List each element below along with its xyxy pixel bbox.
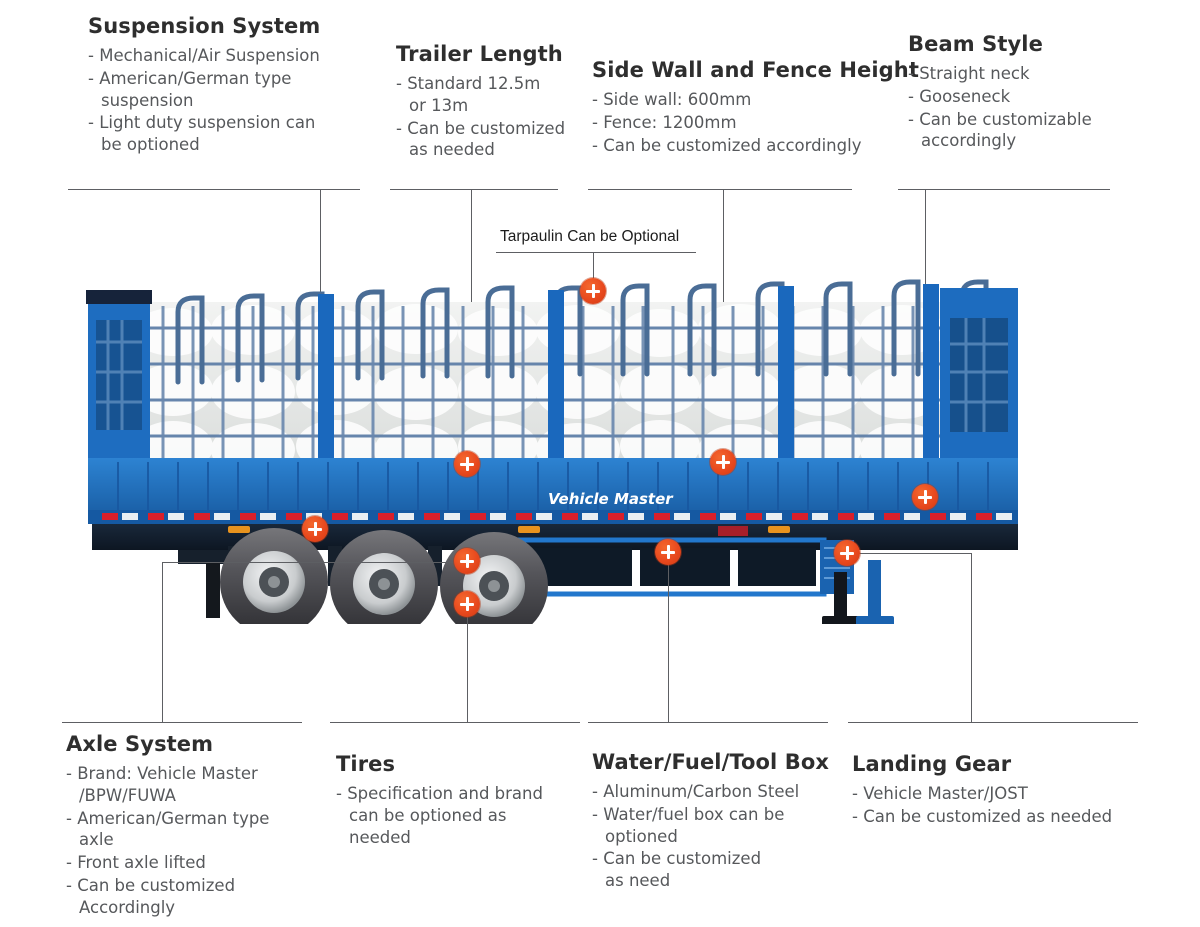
list-item: Mechanical/Air Suspension <box>88 45 388 67</box>
callout-suspension-system: Suspension System Mechanical/Air Suspens… <box>88 14 388 157</box>
callout-axle-system: Axle System Brand: Vehicle Master /BPW/F… <box>66 732 331 919</box>
side-wall-panel <box>88 458 1018 514</box>
callout-items-suspension: Mechanical/Air Suspension American/Germa… <box>88 45 388 156</box>
hotspot-marker-suspension[interactable] <box>302 516 328 542</box>
callout-title-tires: Tires <box>336 752 396 776</box>
list-item: Front axle lifted <box>66 852 331 874</box>
front-headboard <box>86 290 152 480</box>
callout-title-beam-style: Beam Style <box>908 32 1043 56</box>
leader-rule-tires <box>330 722 580 723</box>
leader-line-boxes <box>668 552 669 722</box>
callout-items-side-wall: Side wall: 600mm Fence: 1200mm Can be cu… <box>592 89 892 156</box>
hotspot-marker-tarpaulin[interactable] <box>580 278 606 304</box>
list-item: Straight neck <box>908 63 1138 85</box>
callout-items-axle-system: Brand: Vehicle Master /BPW/FUWA American… <box>66 763 331 918</box>
hotspot-marker-beam-style[interactable] <box>912 484 938 510</box>
hotspot-marker-fence-height[interactable] <box>710 449 736 475</box>
hotspot-marker-side-wall[interactable] <box>454 451 480 477</box>
leader-line-landing-vertical <box>971 553 972 722</box>
leader-rule-axle-system <box>62 722 302 723</box>
callout-water-fuel-tool-box: Water/Fuel/Tool Box Aluminum/Carbon Stee… <box>592 750 842 893</box>
callout-title-suspension: Suspension System <box>88 14 321 38</box>
leader-rule-boxes <box>588 722 828 723</box>
leader-line-tires <box>467 604 468 722</box>
callout-items-tires: Specification and brand can be optioned … <box>336 783 566 848</box>
hotspot-marker-tires[interactable] <box>454 591 480 617</box>
list-item: American/German type suspension <box>88 68 388 112</box>
wheel-assembly <box>220 528 548 640</box>
leader-rule-suspension <box>68 189 360 190</box>
marker-lights <box>228 526 790 533</box>
list-item: American/German type axle <box>66 808 331 852</box>
leader-rule-landing-gear <box>848 722 1138 723</box>
leader-rule-side-wall <box>588 189 852 190</box>
list-item: Gooseneck <box>908 86 1138 108</box>
callout-beam-style: Beam Style Straight neck Gooseneck Can b… <box>908 32 1138 153</box>
list-item: Side wall: 600mm <box>592 89 892 111</box>
callout-tires: Tires Specification and brand can be opt… <box>336 752 566 849</box>
list-item: Can be customized accordingly <box>592 135 892 157</box>
list-item: Light duty suspension can be optioned <box>88 112 388 156</box>
leader-rule-beam-style <box>898 189 1110 190</box>
trailer-illustration: Vehicle Master <box>78 272 1138 640</box>
hotspot-marker-axle-system[interactable] <box>454 548 480 574</box>
callout-title-boxes: Water/Fuel/Tool Box <box>592 750 830 774</box>
list-item: Can be customized Accordingly <box>66 875 331 919</box>
callout-items-boxes: Aluminum/Carbon Steel Water/fuel box can… <box>592 781 842 892</box>
callout-items-beam-style: Straight neck Gooseneck Can be customiza… <box>908 63 1138 152</box>
callout-title-axle-system: Axle System <box>66 732 214 756</box>
callout-tarpaulin-label: Tarpaulin Can be Optional <box>500 228 680 245</box>
leader-rule-landing-elbow <box>848 553 972 554</box>
list-item: Can be customized as need <box>592 848 842 892</box>
callout-side-wall-fence-height: Side Wall and Fence Height Side wall: 60… <box>592 58 919 157</box>
hotspot-marker-tool-box[interactable] <box>655 539 681 565</box>
callout-items-landing-gear: Vehicle Master/JOST Can be customized as… <box>852 783 1152 828</box>
list-item: Water/fuel box can be optioned <box>592 804 842 848</box>
mud-flap <box>206 562 220 618</box>
list-item: Fence: 1200mm <box>592 112 892 134</box>
list-item: Can be customizable accordingly <box>908 109 1138 153</box>
leader-rule-trailer-length <box>390 189 558 190</box>
callout-trailer-length: Trailer Length Standard 12.5m or 13m Can… <box>396 42 571 162</box>
callout-items-trailer-length: Standard 12.5m or 13m Can be customized … <box>396 73 571 161</box>
list-item: Vehicle Master/JOST <box>852 783 1152 805</box>
trailer-svg: Vehicle Master <box>86 279 1018 640</box>
list-item: Specification and brand can be optioned … <box>336 783 566 848</box>
brand-label: Vehicle Master <box>548 490 674 508</box>
callout-title-side-wall: Side Wall and Fence Height <box>592 58 919 82</box>
fence-divider-posts <box>318 284 939 480</box>
leader-line-axle-vertical <box>162 562 163 722</box>
list-item: Aluminum/Carbon Steel <box>592 781 842 803</box>
list-item: Brand: Vehicle Master /BPW/FUWA <box>66 763 331 807</box>
callout-landing-gear: Landing Gear Vehicle Master/JOST Can be … <box>852 752 1152 829</box>
leader-line-tarpaulin <box>593 252 594 291</box>
list-item: Standard 12.5m or 13m <box>396 73 571 117</box>
leader-rule-tarpaulin <box>496 252 696 253</box>
callout-title-landing-gear: Landing Gear <box>852 752 1012 776</box>
list-item: Can be customized as needed <box>852 806 1152 828</box>
leader-rule-axle-horizontal <box>162 562 467 563</box>
callout-title-trailer-length: Trailer Length <box>396 42 563 66</box>
hotspot-marker-landing-gear[interactable] <box>834 540 860 566</box>
rear-end-panel <box>940 288 1018 480</box>
landing-gear <box>822 560 894 626</box>
rear-plate <box>718 526 748 536</box>
list-item: Can be customized as needed <box>396 118 571 162</box>
